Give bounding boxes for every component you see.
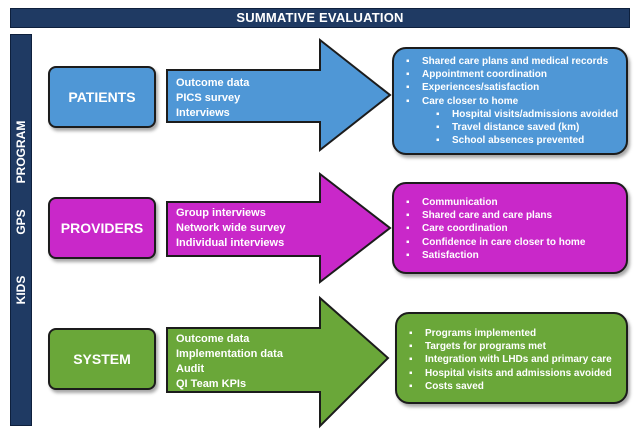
method-item: Outcome data <box>176 333 250 345</box>
outcome-item: Satisfaction <box>406 249 622 262</box>
outcome-item: Care coordination <box>406 222 622 235</box>
providers-box: PROVIDERS <box>48 197 156 259</box>
system-label: SYSTEM <box>73 351 131 367</box>
system-methods: Outcome data Implementation data Audit Q… <box>176 332 283 392</box>
method-item: Audit <box>176 363 205 375</box>
patients-methods: Outcome data PICS survey Interviews <box>176 76 249 121</box>
patients-arrow <box>166 37 392 153</box>
method-item: Individual interviews <box>176 237 285 249</box>
providers-arrow <box>166 171 392 285</box>
outcome-subitem: School absences prevented <box>436 134 622 147</box>
outcome-item: Communication <box>406 196 622 209</box>
system-arrow <box>166 295 390 429</box>
method-item: PICS survey <box>176 92 241 104</box>
outcome-item: Targets for programs met <box>409 340 622 353</box>
outcome-item: Hospital visits and admissions avoided <box>409 367 622 380</box>
outcome-subitem: Hospital visits/admissions avoided <box>436 108 622 121</box>
outcome-item: Experiences/satisfaction <box>406 81 622 94</box>
outcome-item: Shared care plans and medical records <box>406 55 622 68</box>
patients-outcomes-box: Shared care plans and medical records Ap… <box>392 47 628 155</box>
method-item: Implementation data <box>176 348 283 360</box>
outcome-item: Care closer to home <box>406 95 622 108</box>
method-item: Group interviews <box>176 207 266 219</box>
method-item: Network wide survey <box>176 222 286 234</box>
outcome-subitem: Travel distance saved (km) <box>436 121 622 134</box>
method-item: Outcome data <box>176 77 250 89</box>
outcome-item: Costs saved <box>409 380 622 393</box>
providers-label: PROVIDERS <box>60 220 144 236</box>
patients-label: PATIENTS <box>68 89 136 105</box>
patients-box: PATIENTS <box>48 66 156 128</box>
method-item: Interviews <box>176 107 230 119</box>
method-item: QI Team KPIs <box>176 378 247 390</box>
outcome-item: Programs implemented <box>409 327 622 340</box>
system-outcomes-box: Programs implemented Targets for program… <box>395 312 628 404</box>
providers-methods: Group interviews Network wide survey Ind… <box>176 206 285 251</box>
system-box: SYSTEM <box>48 328 156 390</box>
summative-evaluation-header: SUMMATIVE EVALUATION <box>10 8 630 28</box>
outcome-item: Appointment coordination <box>406 68 622 81</box>
program-sidebar <box>10 34 32 426</box>
outcome-item: Integration with LHDs and primary care <box>409 353 622 366</box>
outcome-item: Confidence in care closer to home <box>406 236 622 249</box>
providers-outcomes-box: Communication Shared care and care plans… <box>392 182 628 274</box>
outcome-item: Shared care and care plans <box>406 209 622 222</box>
